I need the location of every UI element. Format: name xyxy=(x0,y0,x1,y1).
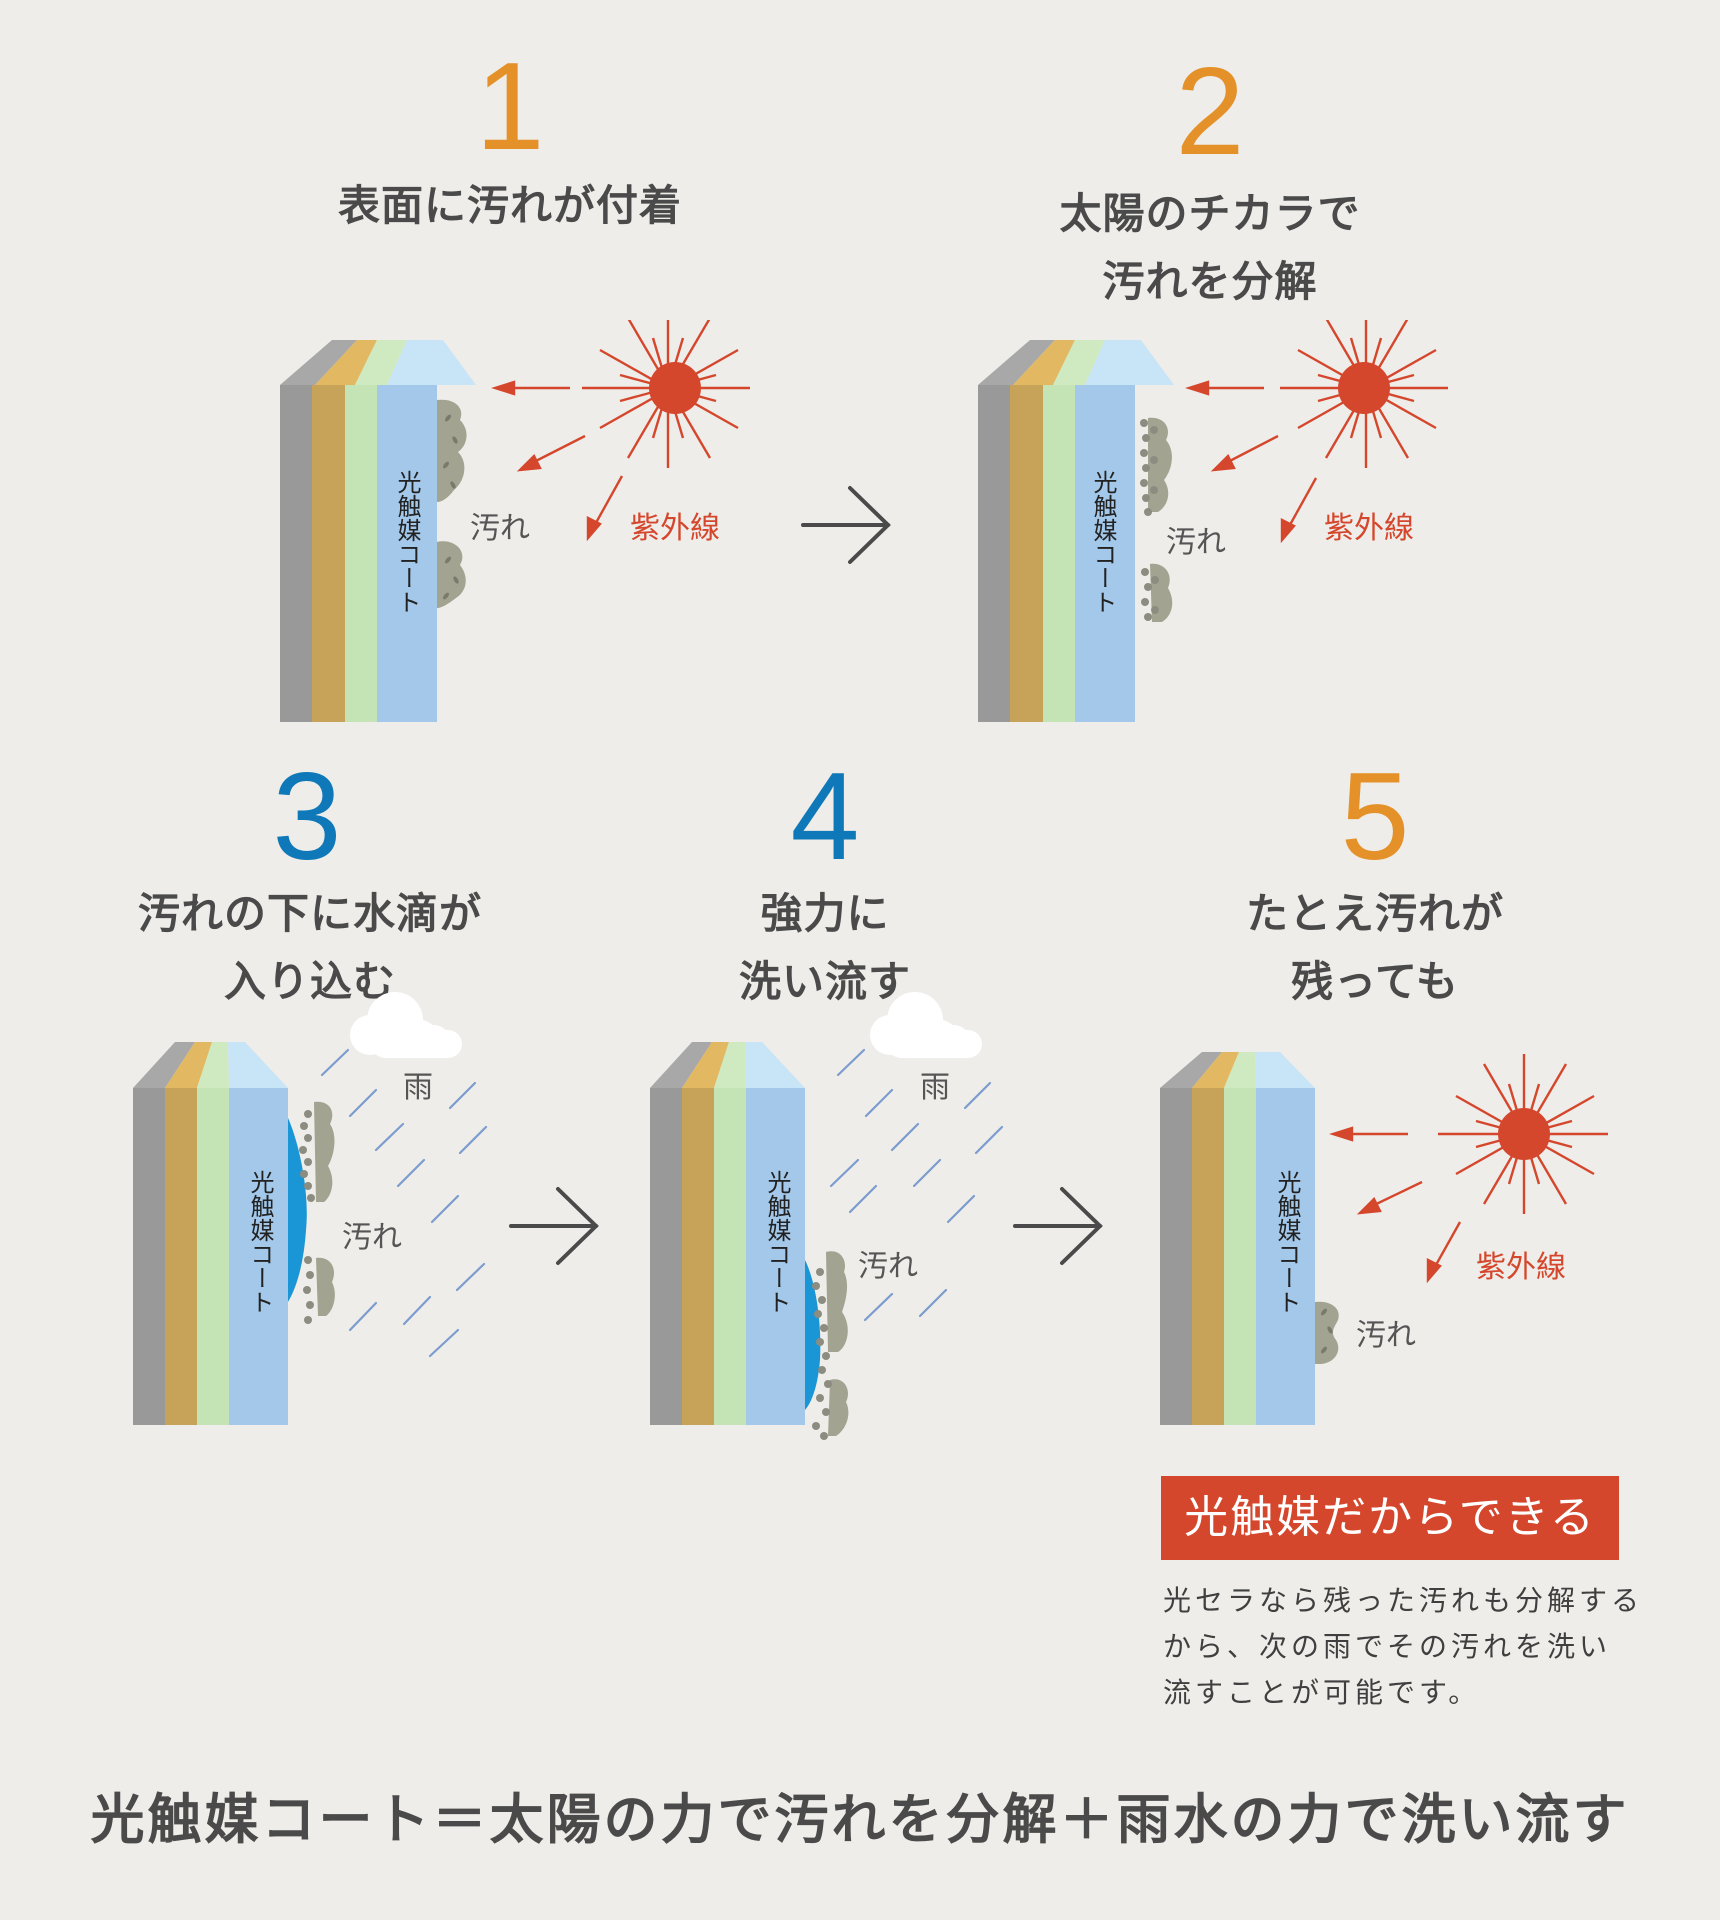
step-4-illustration: 雨 光触媒コート 汚れ xyxy=(650,992,1004,1440)
dirt-icon xyxy=(1315,1301,1339,1364)
step-4-title-line: 洗い流す xyxy=(738,957,911,1006)
step-4-title: 強力に 洗い流す xyxy=(625,880,1025,1016)
uv-label: 紫外線 xyxy=(1324,511,1414,546)
step-3-title: 汚れの下に水滴が 入り込む xyxy=(110,880,510,1016)
uv-arrow-icon xyxy=(1329,1126,1462,1284)
rain-label: 雨 xyxy=(403,1070,433,1105)
step-2-number: 2 xyxy=(1175,43,1245,181)
step-3-title-line: 汚れの下に水滴が xyxy=(137,889,482,938)
dirt-icon xyxy=(826,1251,849,1436)
callout-description: 光セラなら残った汚れも分解する から、次の雨でその汚れを洗い 流すことが可能です… xyxy=(1163,1578,1644,1716)
step-1-title-line: 表面に汚れが付着 xyxy=(337,181,682,230)
step-5-title-line: たとえ汚れが xyxy=(1245,889,1504,938)
step-5-title: たとえ汚れが 残っても xyxy=(1175,880,1575,1016)
dirt-particles-icon xyxy=(812,1268,832,1440)
callout-description-line: 光セラなら残った汚れも分解する xyxy=(1163,1584,1644,1617)
step-5-number: 5 xyxy=(1340,748,1410,886)
dirt-icon xyxy=(314,1101,335,1316)
coat-label: 光触媒コート xyxy=(246,1170,274,1314)
step-4-number: 4 xyxy=(790,748,860,886)
coating-layers xyxy=(650,1042,805,1425)
dirt-label: 汚れ xyxy=(1166,525,1226,560)
water-film-icon xyxy=(805,1260,821,1410)
step-1-number: 1 xyxy=(475,38,545,176)
step-1-illustration: 光触媒コート 汚れ 紫外線 xyxy=(280,320,750,722)
flow-arrow-3 xyxy=(1013,1187,1103,1265)
step-4-title-line: 強力に xyxy=(760,889,890,938)
sun-core xyxy=(649,362,701,414)
uv-arrow-icon xyxy=(491,380,624,542)
step-2-title: 太陽のチカラで 汚れを分解 xyxy=(960,180,1460,316)
step-2-illustration: 光触媒コート 汚れ 紫外線 xyxy=(978,320,1448,722)
summary-headline: 光触媒コート＝太陽の力で汚れを分解＋雨水の力で洗い流す xyxy=(90,1788,1630,1851)
dirt-particles-icon xyxy=(299,1110,315,1324)
coat-label: 光触媒コート xyxy=(1089,470,1117,614)
step-5-illustration: 光触媒コート 汚れ 紫外線 xyxy=(1160,1052,1608,1425)
dirt-label: 汚れ xyxy=(342,1220,402,1255)
uv-arrow-icon xyxy=(1185,380,1318,544)
dirt-icon xyxy=(437,399,467,608)
step-3-number: 3 xyxy=(272,748,342,886)
step-2-title-line: 太陽のチカラで xyxy=(1059,189,1361,238)
rain-icon xyxy=(320,1048,488,1358)
sun-core xyxy=(1498,1108,1550,1160)
dirt-particles-icon xyxy=(1140,419,1159,621)
uv-label: 紫外線 xyxy=(630,511,720,546)
water-film-icon xyxy=(288,1118,307,1302)
flow-arrow-2 xyxy=(509,1187,599,1265)
step-3-title-line: 入り込む xyxy=(223,957,396,1006)
cloud-icon xyxy=(870,992,982,1058)
flow-arrow-1 xyxy=(801,486,891,564)
dirt-label: 汚れ xyxy=(858,1249,918,1284)
step-3-illustration: 雨 光触媒コート 汚れ xyxy=(133,992,488,1425)
coat-label: 光触媒コート xyxy=(763,1170,791,1314)
dirt-label: 汚れ xyxy=(1356,1318,1416,1353)
step-2-title-line: 汚れを分解 xyxy=(1102,257,1318,306)
cloud-icon xyxy=(350,992,462,1058)
callout-description-line: 流すことが可能です。 xyxy=(1163,1676,1481,1709)
coat-label: 光触媒コート xyxy=(393,470,421,614)
coat-label: 光触媒コート xyxy=(1273,1170,1301,1314)
sun-core xyxy=(1338,362,1390,414)
rain-label: 雨 xyxy=(920,1070,950,1105)
callout-badge: 光触媒だからできる xyxy=(1161,1476,1619,1560)
dirt-icon xyxy=(1148,417,1173,622)
coating-layers xyxy=(1160,1052,1315,1425)
coating-layers xyxy=(978,340,1174,722)
coating-layers xyxy=(280,340,476,722)
dirt-label: 汚れ xyxy=(470,511,530,546)
coating-layers xyxy=(133,1042,288,1425)
rain-icon xyxy=(829,1048,1004,1322)
step-5-title-line: 残っても xyxy=(1291,957,1459,1006)
step-1-title: 表面に汚れが付着 xyxy=(260,172,760,240)
uv-label: 紫外線 xyxy=(1476,1250,1566,1285)
callout-description-line: から、次の雨でその汚れを洗い xyxy=(1163,1630,1612,1663)
